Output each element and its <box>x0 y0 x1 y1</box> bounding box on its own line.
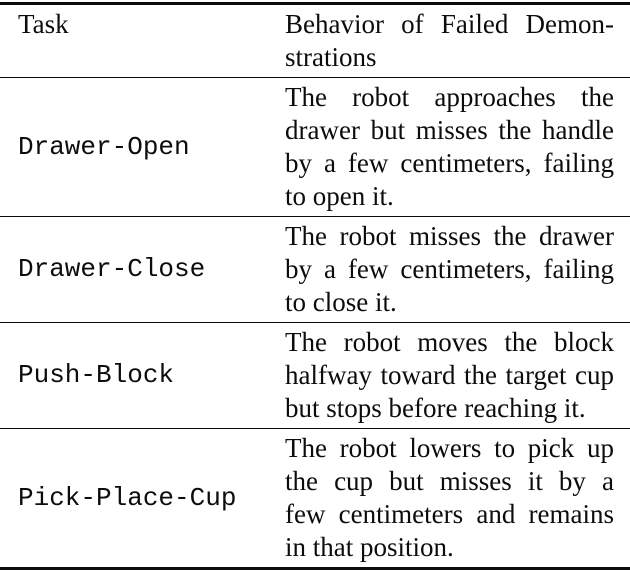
header-behavior: Behavior of Failed Demon-strations <box>285 9 614 72</box>
task-label: Pick-Place-Cup <box>18 482 237 513</box>
header-row: Task Behavior of Failed Demon-strations <box>0 4 630 78</box>
header-task: Task <box>18 9 69 39</box>
table-row-drawer-close: Drawer-Close The robot misses the drawer… <box>0 217 630 323</box>
task-label: Push-Block <box>18 360 175 390</box>
task-label: Drawer-Close <box>18 254 206 284</box>
table-header: Task Behavior of Failed Demon-strations <box>0 4 630 78</box>
task-label: Drawer-Open <box>18 131 190 162</box>
table-row-pick-place-cup: Pick-Place-Cup The robot lowers to pick … <box>0 429 630 569</box>
